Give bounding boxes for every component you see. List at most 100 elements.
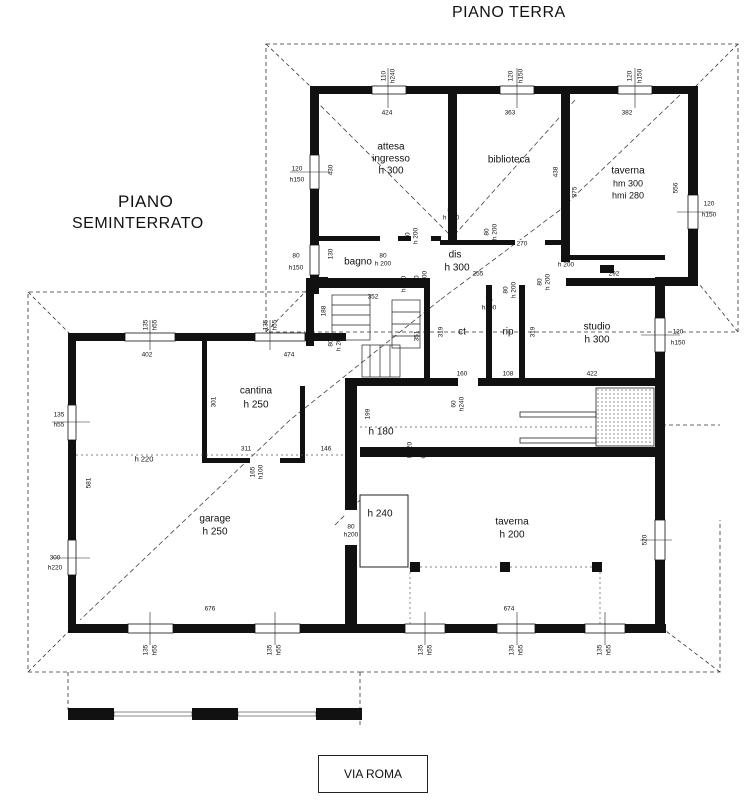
ground-floor-title: PIANO TERRA <box>452 4 566 21</box>
dim-67: 67 <box>420 451 428 459</box>
dim-80-g: 80 <box>502 286 510 294</box>
room-height-corridor: h 180 <box>368 426 394 438</box>
room-height-taverna-bottom: h 200 <box>499 529 525 541</box>
dim-135-side: 135 <box>53 411 65 419</box>
dim-270: 270 <box>516 240 528 248</box>
room-label-garage: garage <box>199 513 231 525</box>
dim-h220-side: h220 <box>47 564 63 572</box>
dim-375: 375 <box>571 186 579 198</box>
boundary-blocks <box>68 708 362 720</box>
dim-h200-f: h 200 <box>400 275 408 293</box>
dim-h200-g: h 200 <box>510 281 518 299</box>
dim-311: 311 <box>240 445 252 453</box>
dim-135-top-b: 135 <box>262 319 270 331</box>
dim-h55-bottom-d: h55 <box>517 644 525 656</box>
dim-80-d: 80 <box>379 252 387 260</box>
ramp <box>359 494 409 568</box>
room-height-studio: h 300 <box>584 334 610 346</box>
dim-676: 676 <box>204 605 216 613</box>
room-label-studio: studio <box>583 321 611 333</box>
dim-h150-left: h150 <box>289 176 305 184</box>
dim-301: 301 <box>210 396 218 408</box>
room-height-taverna-top-1: hm 300 <box>612 178 644 189</box>
ground-floor-roof-outline <box>265 43 739 333</box>
dim-80-b: 80 <box>404 232 412 240</box>
dim-581: 581 <box>85 477 93 489</box>
dim-80-k: 80 <box>292 252 300 260</box>
dim-h55-bottom-c: h55 <box>426 644 434 656</box>
dim-474: 474 <box>283 351 295 359</box>
dimension-lines <box>52 68 713 645</box>
dim-319-studio: 319 <box>529 326 537 338</box>
dim-255: 255 <box>472 270 484 278</box>
dim-80-l: 80 <box>347 523 355 531</box>
dim-h55-bottom-a: h55 <box>151 644 159 656</box>
dim-352: 352 <box>367 293 379 301</box>
dim-h55-bottom-b: h55 <box>275 644 283 656</box>
dim-135-bottom-a: 135 <box>142 644 150 656</box>
dim-351: 351 <box>413 330 421 342</box>
room-label-dis: dis <box>448 249 462 261</box>
dim-h200-rip: h200 <box>481 304 497 312</box>
hatched-area <box>595 387 655 447</box>
dim-146: 146 <box>320 445 332 453</box>
dim-h200-b: h 200 <box>412 227 420 245</box>
dim-80-i: 80 <box>327 339 335 347</box>
dim-60: 60 <box>450 400 458 408</box>
pillars <box>318 265 614 572</box>
dim-h200-d: h 200 <box>374 260 392 268</box>
room-label-ct: ct <box>458 326 466 338</box>
dim-292: 292 <box>608 270 620 278</box>
dim-h150-right: h150 <box>701 211 717 219</box>
room-height-dis: h 300 <box>444 262 470 274</box>
room-label-biblioteca: biblioteca <box>487 154 531 166</box>
room-label-rip: rip <box>502 326 514 338</box>
room-height-taverna-top-2: hmi 280 <box>611 190 645 201</box>
dim-80-h: 80 <box>536 278 544 286</box>
dim-160: 160 <box>456 370 468 378</box>
room-height-cantina: h 250 <box>243 399 269 411</box>
room-height-ramp: h 240 <box>367 508 393 520</box>
dim-130: 130 <box>327 248 335 260</box>
dim-556: 556 <box>672 182 680 194</box>
dim-120-window-3: 120 <box>626 70 634 82</box>
basement-title-line2: SEMINTERRATO <box>72 215 204 232</box>
staircase <box>331 294 421 378</box>
dim-120-left: 120 <box>291 165 303 173</box>
dim-h200-h: h 200 <box>544 273 552 291</box>
room-label-taverna-top: taverna <box>611 165 645 177</box>
dim-520: 520 <box>641 534 649 546</box>
dim-165: 165 <box>249 466 257 478</box>
room-label-taverna-bottom: taverna <box>495 516 529 528</box>
dim-199: 199 <box>364 408 372 420</box>
dim-h200-l: h200 <box>343 531 359 539</box>
dim-300: 300 <box>49 554 61 562</box>
dim-402: 402 <box>141 351 153 359</box>
dim-h200-j: h 200 <box>421 270 429 288</box>
dim-h150-window-2: h150 <box>517 68 525 84</box>
dim-135-top-a: 135 <box>142 319 150 331</box>
dim-h150-window-3: h150 <box>636 68 644 84</box>
dim-422: 422 <box>586 370 598 378</box>
room-label-bagno: bagno <box>344 256 372 268</box>
dim-80-j: 80 <box>413 275 421 283</box>
dim-363: 363 <box>504 109 516 117</box>
dim-h55-bottom-e: h55 <box>605 644 613 656</box>
dim-120-studio: 120 <box>672 328 684 336</box>
basement-roof-outline <box>27 291 721 728</box>
room-label-attesa: attesa <box>377 141 405 153</box>
dim-319-ct: 319 <box>437 326 445 338</box>
dim-h240: h240 <box>389 68 397 84</box>
dim-80-a: 80 <box>447 206 455 214</box>
room-height-garage-mezzanine: h 220 <box>134 454 154 464</box>
dim-80-f: 80 <box>392 280 400 288</box>
dim-188: 188 <box>320 305 328 317</box>
dim-h120: h 120 <box>406 441 414 459</box>
dim-80-c: 80 <box>483 228 491 236</box>
room-label-ingresso: ingresso <box>372 153 410 165</box>
dim-120-window-2: 120 <box>507 70 515 82</box>
dim-h100: h100 <box>257 464 265 480</box>
corridor-bars <box>519 411 597 444</box>
dim-120-right: 120 <box>703 200 715 208</box>
